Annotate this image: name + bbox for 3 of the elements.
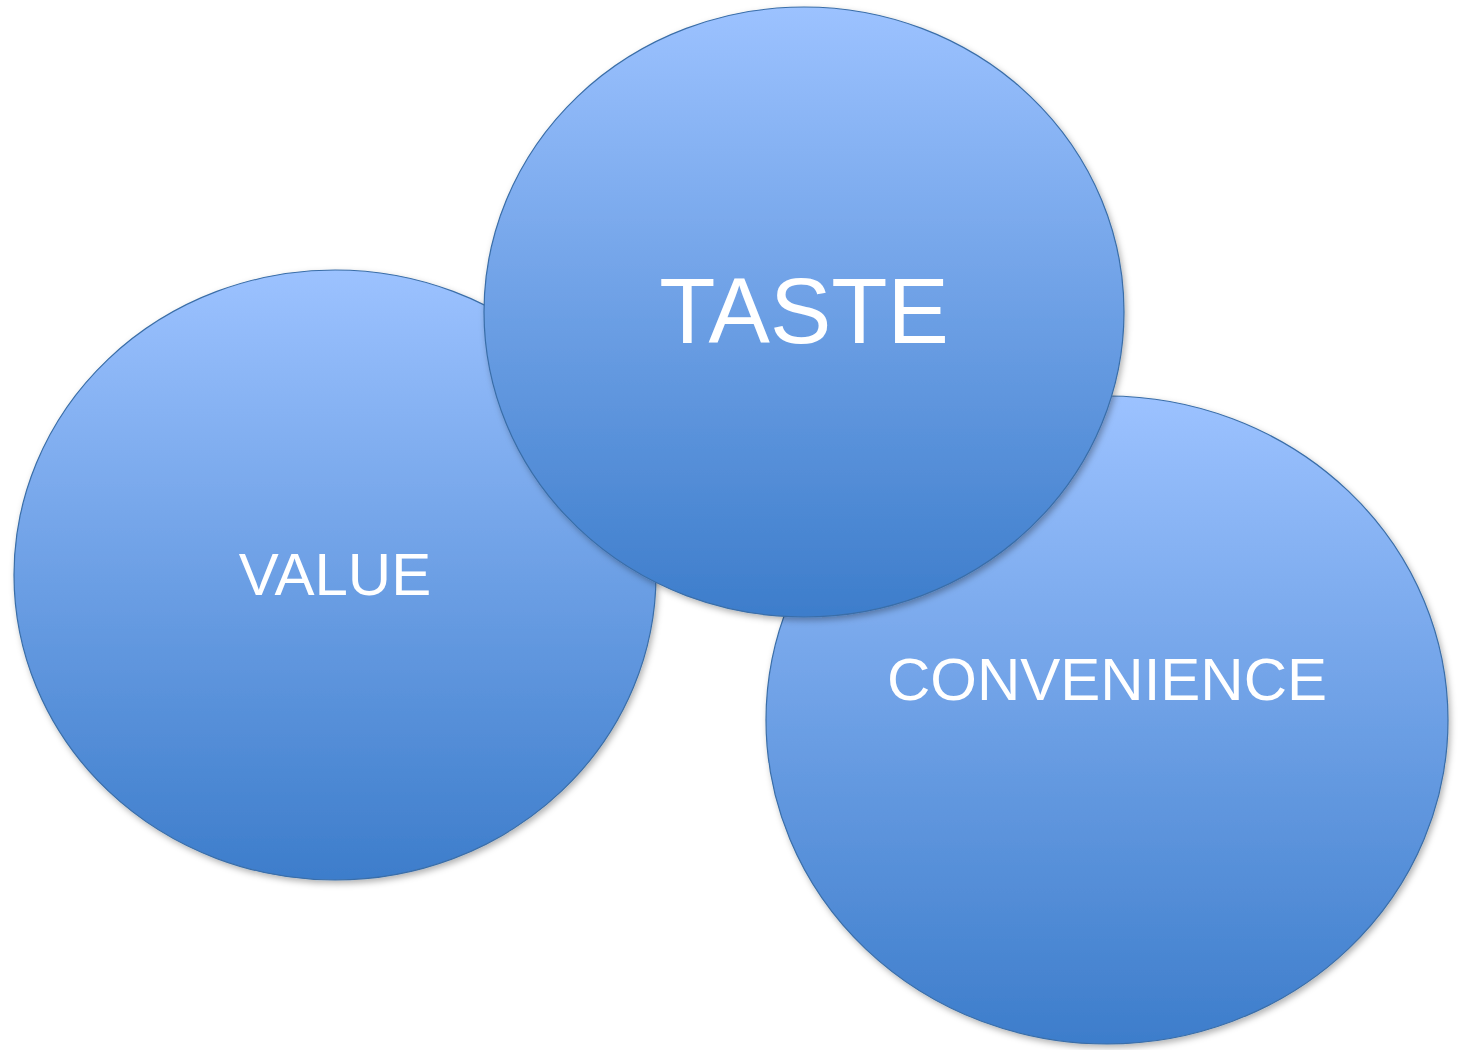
- circle-label: VALUE: [238, 542, 432, 608]
- circle-label: CONVENIENCE: [886, 647, 1328, 713]
- circle-label: TASTE: [659, 261, 949, 363]
